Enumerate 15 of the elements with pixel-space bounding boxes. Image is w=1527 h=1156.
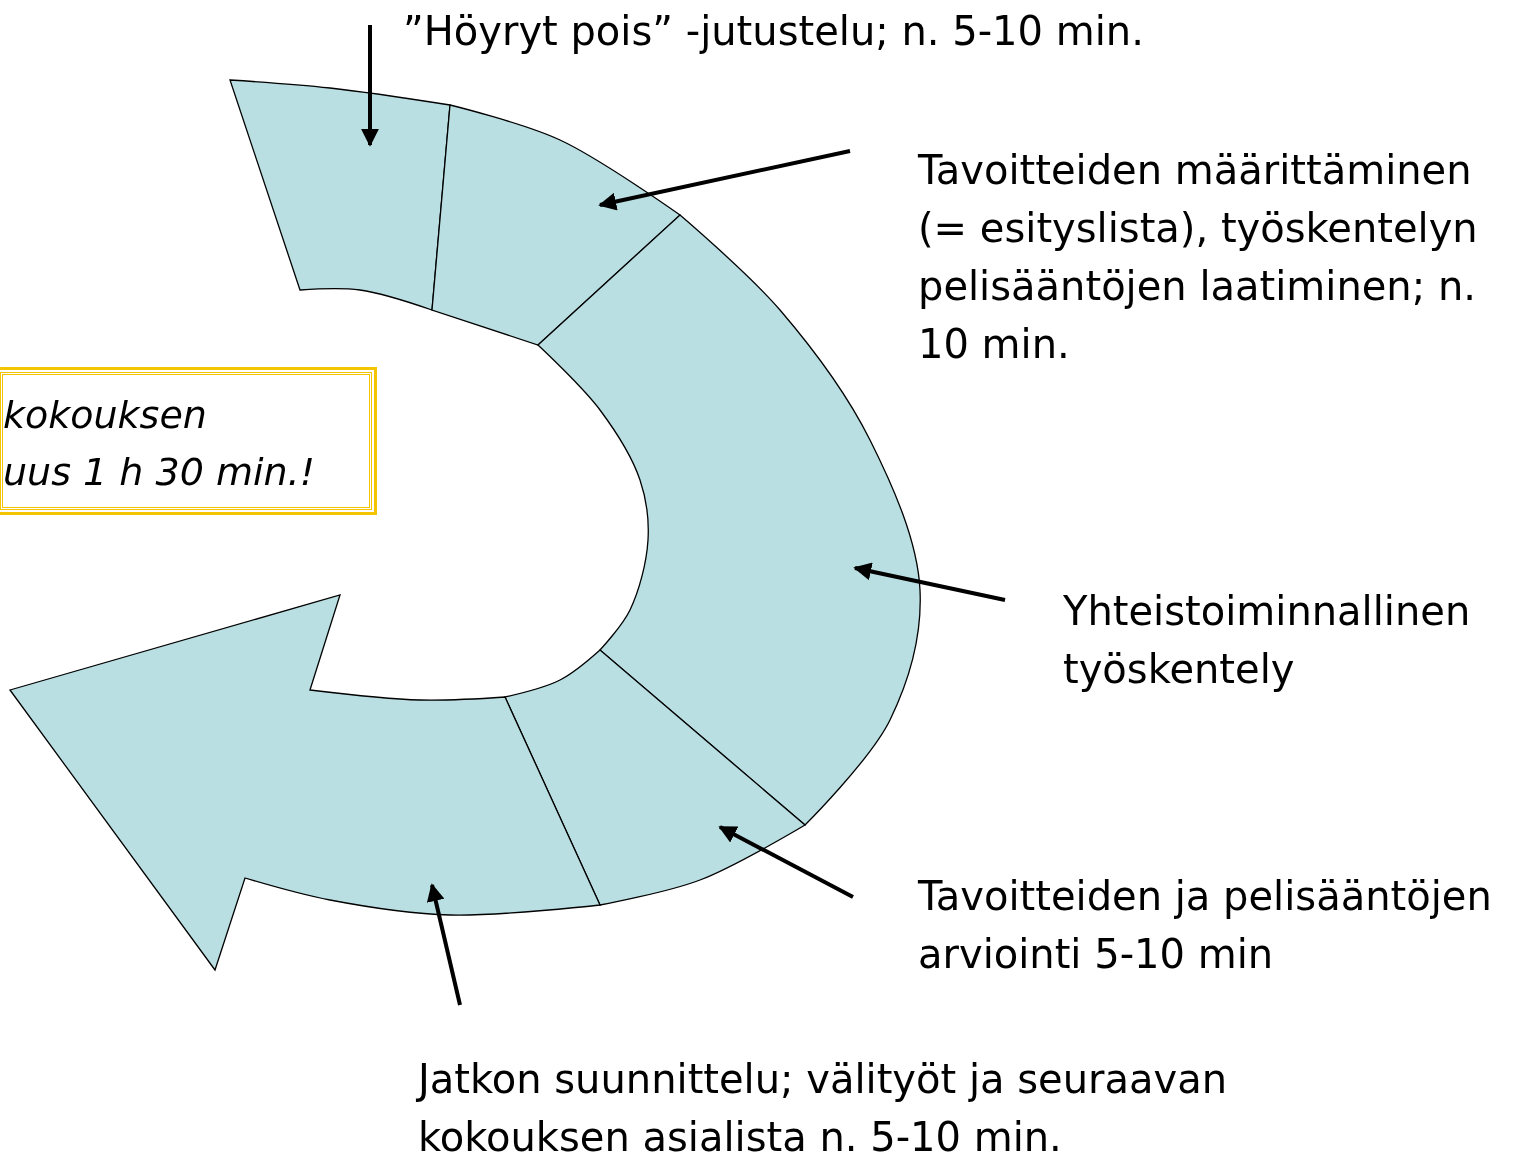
callout-text: ”Höyryt pois” -jutustelu; n. 5-10 min.: [403, 8, 1144, 54]
arrow-segment: [504, 649, 806, 906]
arrow-segment: [431, 104, 681, 346]
arrow-segment: [229, 79, 451, 311]
leader-arrow: [853, 562, 1006, 602]
note-text: kokouksen: [3, 393, 207, 437]
callout-text: Tavoitteiden määrittäminen (= esityslista), työskentelyn pelisääntöjen laatiminen; n. 10 min.: [918, 147, 1478, 367]
leader-arrow: [718, 825, 854, 899]
callout-text: Yhteistoiminnallinen työskentely: [1063, 588, 1471, 692]
callout-text: Jatkon suunnittelu; välityöt ja seuraavan kokouksen asialista n. 5-10 min.: [418, 1056, 1228, 1156]
note-text: uus 1 h 30 min.!: [3, 450, 315, 494]
callout-text: Tavoitteiden ja pelisääntöjen arviointi 5-10 min: [918, 873, 1492, 977]
leader-arrow: [361, 25, 379, 147]
leader-arrow: [598, 149, 851, 211]
leader-arrow: [426, 883, 462, 1006]
